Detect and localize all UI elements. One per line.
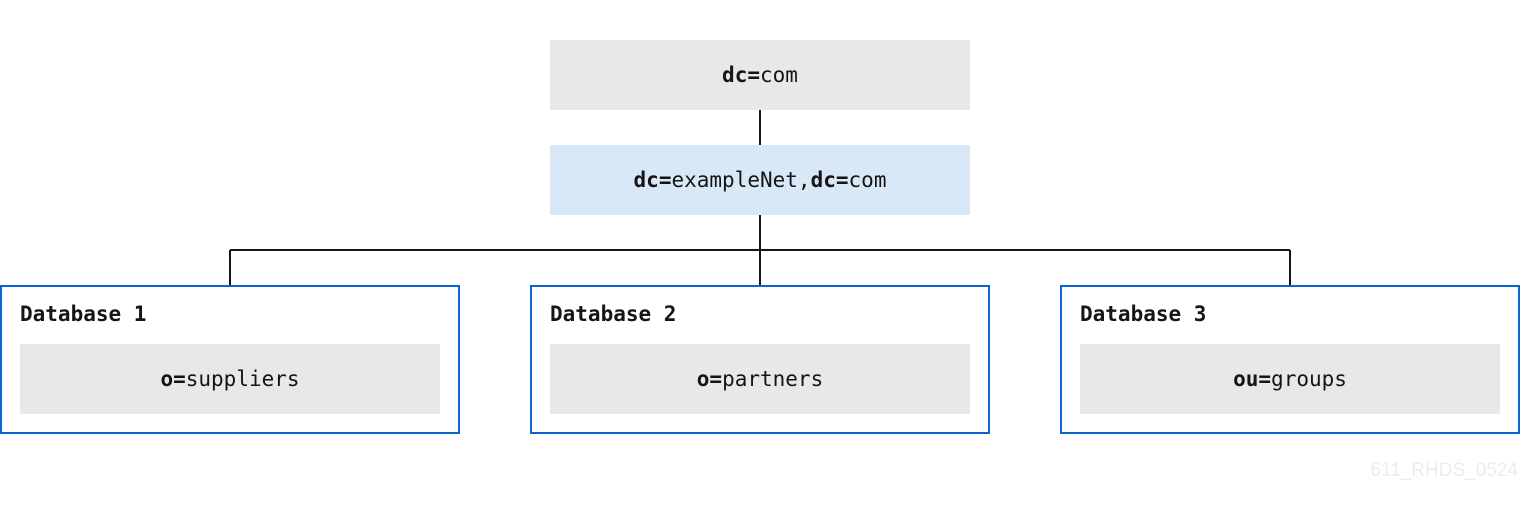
- database-2-entry-attr: o: [696, 367, 710, 391]
- database-2-entry: o=partners: [550, 344, 970, 414]
- suffix-eq-2: =: [835, 168, 849, 192]
- root-node-dc-com: dc=com: [550, 40, 970, 110]
- database-3-title: Database 3: [1080, 302, 1207, 326]
- database-3-entry-attr: ou: [1233, 367, 1259, 391]
- database-2-entry-eq: =: [709, 367, 723, 391]
- database-2-entry-value: partners: [722, 367, 824, 391]
- suffix-attr-1: dc: [633, 168, 659, 192]
- database-3-entry: ou=groups: [1080, 344, 1500, 414]
- suffix-separator: ,: [797, 168, 811, 192]
- suffix-node: dc=exampleNet,dc=com: [550, 145, 970, 215]
- suffix-value-2: com: [848, 168, 887, 192]
- database-3-box: Database 3 ou=groups: [1060, 285, 1520, 434]
- root-attr: dc: [722, 63, 748, 87]
- database-1-entry-attr: o: [160, 367, 174, 391]
- database-1-entry: o=suppliers: [20, 344, 440, 414]
- suffix-value-1: exampleNet: [671, 168, 798, 192]
- figure-id-watermark: 611_RHDS_0524: [1370, 460, 1518, 481]
- database-1-box: Database 1 o=suppliers: [0, 285, 460, 434]
- database-1-title: Database 1: [20, 302, 147, 326]
- database-1-entry-eq: =: [173, 367, 186, 391]
- suffix-eq-1: =: [658, 168, 672, 192]
- database-1-entry-value: suppliers: [185, 367, 300, 391]
- root-eq: =: [747, 63, 760, 87]
- database-3-entry-value: groups: [1271, 367, 1347, 391]
- database-2-title: Database 2: [550, 302, 677, 326]
- suffix-attr-2: dc: [810, 168, 836, 192]
- database-2-box: Database 2 o=partners: [530, 285, 990, 434]
- database-3-entry-eq: =: [1258, 367, 1272, 391]
- root-value: com: [760, 63, 798, 87]
